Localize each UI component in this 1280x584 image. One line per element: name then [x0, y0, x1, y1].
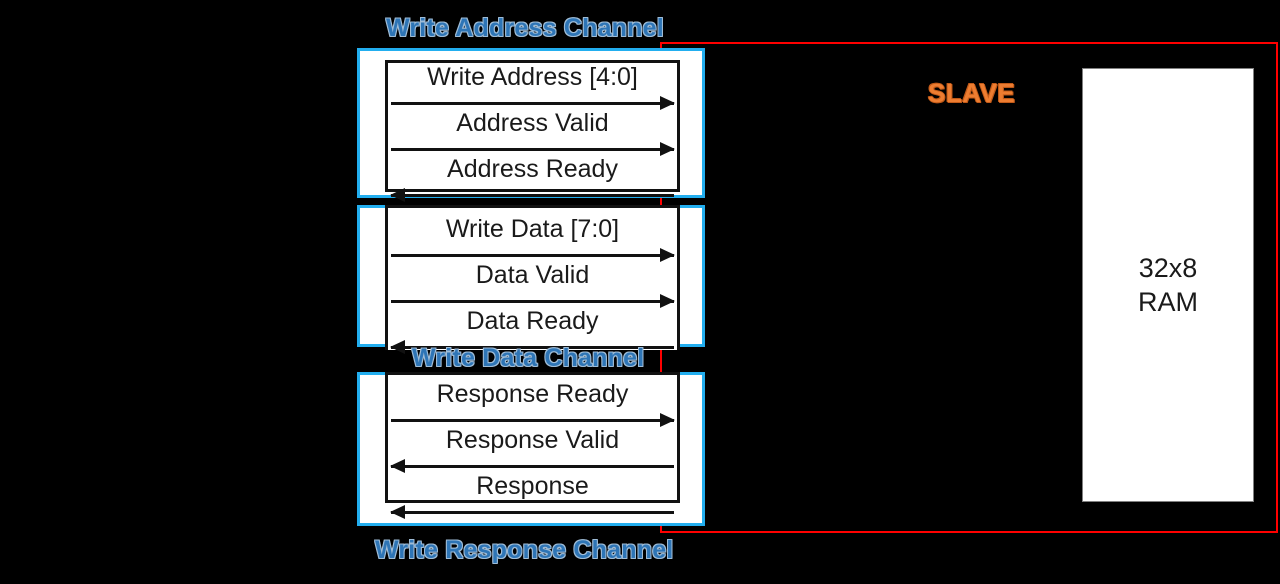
wire-bottom-horizontal	[660, 531, 1278, 533]
ram-block: 32x8 RAM	[1082, 68, 1254, 502]
signal-label-data-valid: Data Valid	[475, 261, 590, 289]
signal-arrow-response-ready	[391, 413, 675, 427]
channel-label-write-response: Write Response Channel	[375, 536, 674, 564]
signal-label-response-valid: Response Valid	[445, 426, 620, 454]
signal-arrow-address-valid	[391, 142, 675, 156]
signal-label-response-ready: Response Ready	[436, 380, 629, 408]
signal-label-response: Response	[476, 472, 589, 500]
arrow-head-left-icon	[390, 505, 405, 519]
signal-arrow-write-address	[391, 96, 675, 110]
signal-row-address-ready: Address Ready	[390, 154, 674, 202]
channel-box-write-response: Response Ready Response Valid Response	[357, 372, 705, 526]
arrow-head-right-icon	[660, 413, 675, 427]
wire-tick-data-response	[660, 345, 662, 373]
channel-label-write-address: Write Address Channel	[386, 14, 664, 42]
channel-box-write-data: Write Data [7:0] Data Valid Data Ready	[357, 205, 705, 354]
signal-label-address-ready: Address Ready	[447, 155, 618, 183]
signal-row-data-valid: Data Valid	[391, 260, 675, 308]
arrow-head-left-icon	[390, 340, 405, 354]
wire-top-horizontal	[660, 42, 1278, 44]
signal-label-address-valid: Address Valid	[456, 109, 609, 137]
signal-arrow-response-valid	[390, 459, 674, 473]
wire-tick-address-data	[660, 196, 662, 208]
signal-arrow-data-valid	[391, 294, 675, 308]
signal-row-response: Response	[390, 471, 674, 519]
arrow-head-left-icon	[390, 188, 405, 202]
signal-label-data-ready: Data Ready	[466, 307, 599, 335]
signal-label-write-data: Write Data [7:0]	[445, 215, 620, 243]
arrow-head-right-icon	[660, 248, 675, 262]
signal-row-response-ready: Response Ready	[391, 379, 675, 427]
arrow-head-right-icon	[660, 294, 675, 308]
signal-row-response-valid: Response Valid	[390, 425, 674, 473]
arrow-head-left-icon	[390, 459, 405, 473]
ram-kind-label: RAM	[1138, 287, 1198, 317]
signal-row-write-address: Write Address [4:0]	[391, 62, 675, 110]
signal-arrow-response	[390, 505, 674, 519]
port-rail-write-data	[385, 205, 680, 350]
signal-arrow-write-data	[391, 248, 675, 262]
signal-arrow-data-ready	[390, 340, 674, 354]
signal-row-write-data: Write Data [7:0]	[391, 214, 675, 262]
signal-row-data-ready: Data Ready	[390, 306, 674, 354]
wire-bottom-stub	[660, 519, 662, 533]
port-rail-write-response	[385, 372, 680, 503]
slave-label: SLAVE	[928, 78, 1016, 108]
arrow-head-right-icon	[660, 142, 675, 156]
wire-right-vertical	[1276, 42, 1278, 533]
arrow-head-right-icon	[660, 96, 675, 110]
ram-size-label: 32x8	[1138, 253, 1198, 283]
channel-box-write-address: Write Address [4:0] Address Valid Addres…	[357, 48, 705, 202]
signal-arrow-address-ready	[390, 188, 674, 202]
signal-label-write-address: Write Address [4:0]	[427, 63, 638, 91]
signal-row-address-valid: Address Valid	[391, 108, 675, 156]
channel-label-write-data: Write Data Channel	[412, 344, 645, 372]
port-rail-write-address	[385, 60, 680, 192]
